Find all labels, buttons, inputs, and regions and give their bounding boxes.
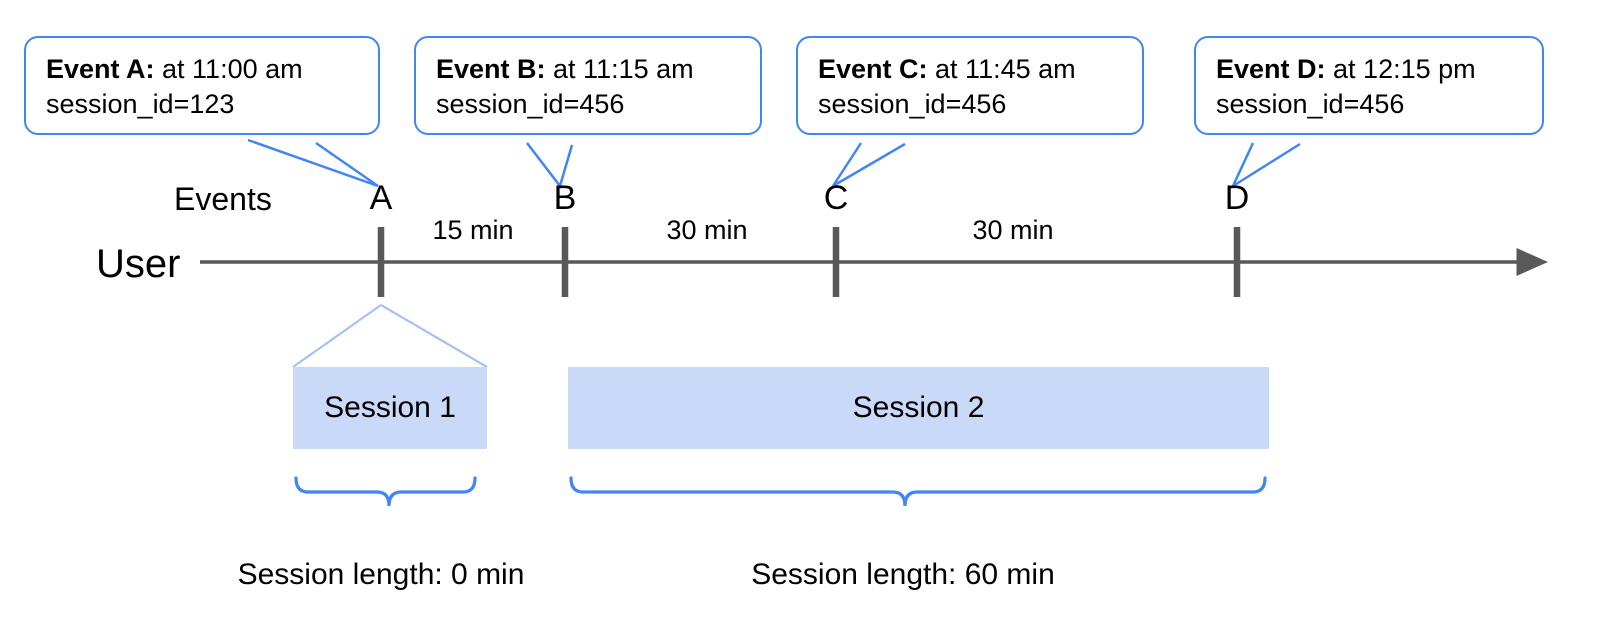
session-box-2[interactable]: Session 2 [568,367,1269,449]
session-1-bracket [294,476,477,507]
event-callout-a-session: session_id=123 [46,88,235,119]
callout-tail-c [831,142,906,188]
event-callout-a-time: at 11:00 am [154,54,303,84]
session-box-2-label: Session 2 [852,391,985,424]
session-length-1: Session length: 0 min [237,558,525,591]
gap-label-b-c: 30 min [666,215,748,245]
callout-tail-a [247,138,379,188]
event-label-b: B [553,179,577,217]
events-row-label: Events [174,181,272,217]
callout-tail-b [526,142,574,189]
event-callout-d[interactable]: Event D: at 12:15 pm session_id=456 [1194,36,1544,136]
event-callout-c-title: Event C: [818,54,928,84]
gap-label-c-d: 30 min [972,215,1054,245]
event-callout-c-time: at 11:45 am [927,54,1076,84]
session-2-bracket [569,476,1267,507]
event-callout-b-title: Event B: [436,54,546,84]
session-box-1-label: Session 1 [324,391,456,424]
event-callout-b-session: session_id=456 [436,88,625,119]
event-callout-d-time: at 12:15 pm [1325,54,1476,84]
event-callout-c[interactable]: Event C: at 11:45 am session_id=456 [796,36,1144,136]
event-callout-d-title: Event D: [1216,54,1326,84]
event-callout-b[interactable]: Event B: at 11:15 am session_id=456 [414,36,762,136]
event-label-a: A [369,179,393,217]
session-1-fan [292,304,488,368]
gap-label-a-b: 15 min [432,215,514,245]
session-box-1[interactable]: Session 1 [293,367,487,449]
event-callout-d-session: session_id=456 [1216,88,1405,119]
event-callout-a[interactable]: Event A: at 11:00 am session_id=123 [24,36,380,136]
event-callout-a-title: Event A: [46,54,155,84]
user-row-label: User [96,242,181,286]
session-length-2: Session length: 60 min [751,558,1055,591]
event-label-d: D [1224,179,1250,217]
event-callout-b-time: at 11:15 am [545,54,694,84]
event-callout-c-session: session_id=456 [818,88,1007,119]
event-label-c: C [823,179,849,217]
callout-tail-d [1230,142,1301,190]
